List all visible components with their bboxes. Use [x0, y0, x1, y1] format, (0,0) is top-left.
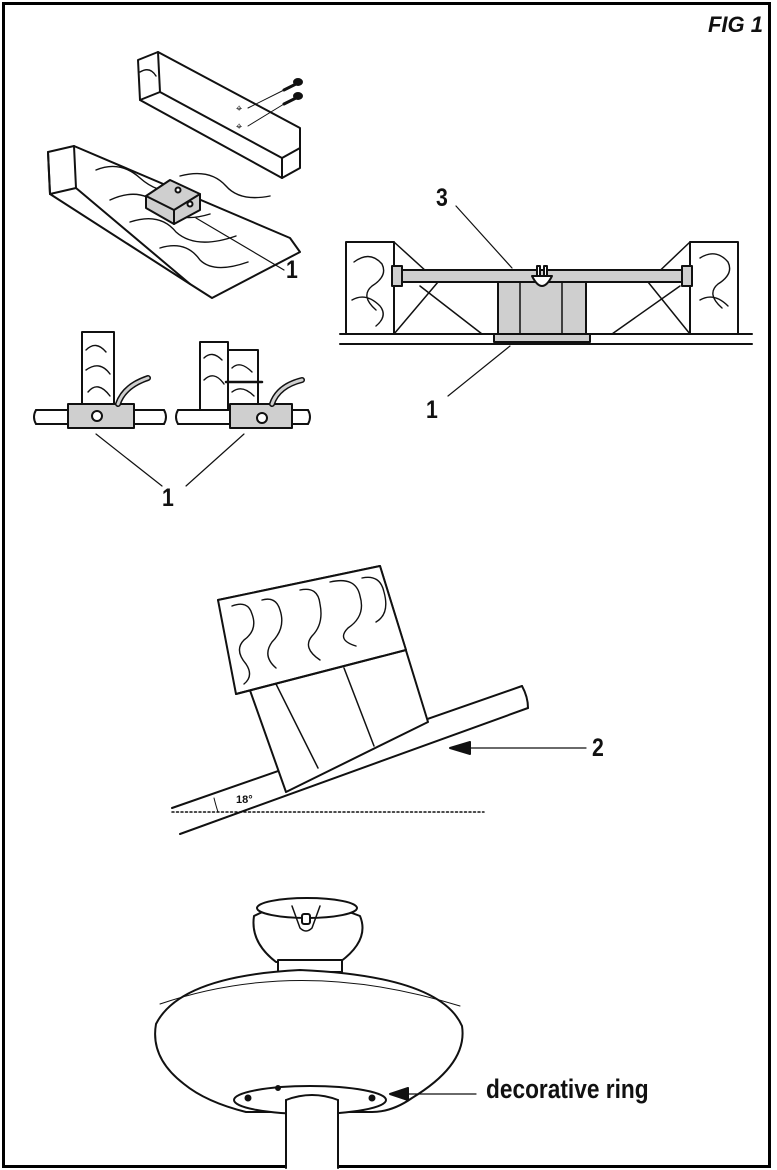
- decorative-ring-label: decorative ring: [486, 1074, 649, 1104]
- svg-text:⌖: ⌖: [236, 103, 242, 115]
- side-view-2: [175, 341, 311, 429]
- hanger-bar-assembly: [339, 205, 753, 397]
- figure-title: FIG 1: [707, 12, 763, 37]
- side-view-1: [33, 331, 167, 429]
- arrow-left-icon: [449, 741, 471, 755]
- angle-label: 18°: [236, 794, 253, 806]
- callout-2-slope-block: 2: [592, 734, 604, 762]
- callout-3-hanger-bar: 3: [436, 184, 448, 212]
- callout-1-joist-box: 1: [286, 256, 298, 284]
- joist-assembly: ⌖ ⌖: [47, 51, 303, 299]
- callout-1-crossbar: 1: [426, 396, 438, 424]
- mounting-box: [145, 179, 201, 225]
- svg-text:⌖: ⌖: [236, 121, 242, 133]
- cross-joist: [137, 51, 301, 179]
- screw-icon: [282, 78, 303, 106]
- arrow-left-icon: [389, 1087, 409, 1101]
- canopy-assembly: [154, 897, 477, 1170]
- callout-1-side-view: 1: [162, 484, 174, 512]
- sloped-ceiling-detail: [171, 565, 587, 835]
